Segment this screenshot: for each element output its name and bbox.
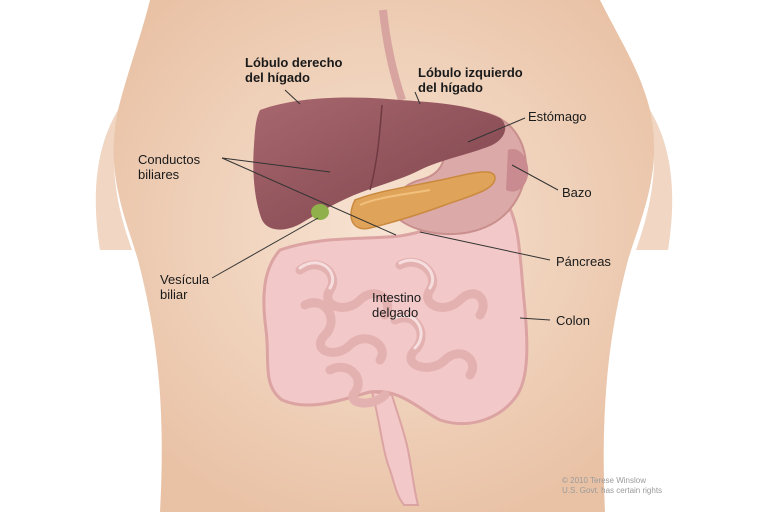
label-bile-ducts-line1: Conductos [138, 152, 201, 167]
label-right-liver-lobe-line2: del hígado [245, 70, 310, 85]
label-small-intestine-line1: Intestino [372, 290, 422, 305]
label-pancreas: Páncreas [556, 254, 611, 269]
label-gallbladder-line2: biliar [160, 287, 188, 302]
label-colon: Colon [556, 313, 590, 328]
pancreas-shape [350, 171, 496, 230]
label-gallbladder: Vesícula biliar [160, 272, 209, 302]
right-arm-shadow [636, 110, 673, 250]
spleen-shape [506, 149, 529, 192]
label-gallbladder-line1: Vesícula [160, 272, 210, 287]
label-stomach: Estómago [528, 109, 587, 124]
label-left-liver-lobe-line1: Lóbulo izquierdo [418, 65, 523, 80]
rectum-shape [370, 390, 420, 506]
label-left-liver-lobe-line2: del hígado [418, 80, 483, 95]
label-right-liver-lobe-line1: Lóbulo derecho [245, 55, 343, 70]
label-small-intestine-line2: delgado [372, 305, 419, 320]
left-arm-shadow [95, 110, 132, 250]
copyright-credit-line1: © 2010 Terese Winslow [562, 476, 647, 485]
gallbladder-shape [311, 204, 329, 220]
label-right-liver-lobe: Lóbulo derecho del hígado [245, 55, 343, 85]
liver-shape [253, 97, 506, 230]
label-left-liver-lobe: Lóbulo izquierdo del hígado [418, 65, 523, 95]
liver-division [369, 104, 383, 191]
copyright-credit-line2: U.S. Govt. has certain rights [562, 486, 663, 495]
copyright-credit: © 2010 Terese Winslow U.S. Govt. has cer… [562, 476, 662, 496]
label-small-intestine: Intestino delgado [372, 290, 421, 320]
label-spleen: Bazo [562, 185, 592, 200]
label-bile-ducts: Conductos biliares [138, 152, 200, 182]
label-bile-ducts-line2: biliares [138, 167, 180, 182]
esophagus [379, 9, 406, 102]
leader-lines [211, 89, 559, 321]
